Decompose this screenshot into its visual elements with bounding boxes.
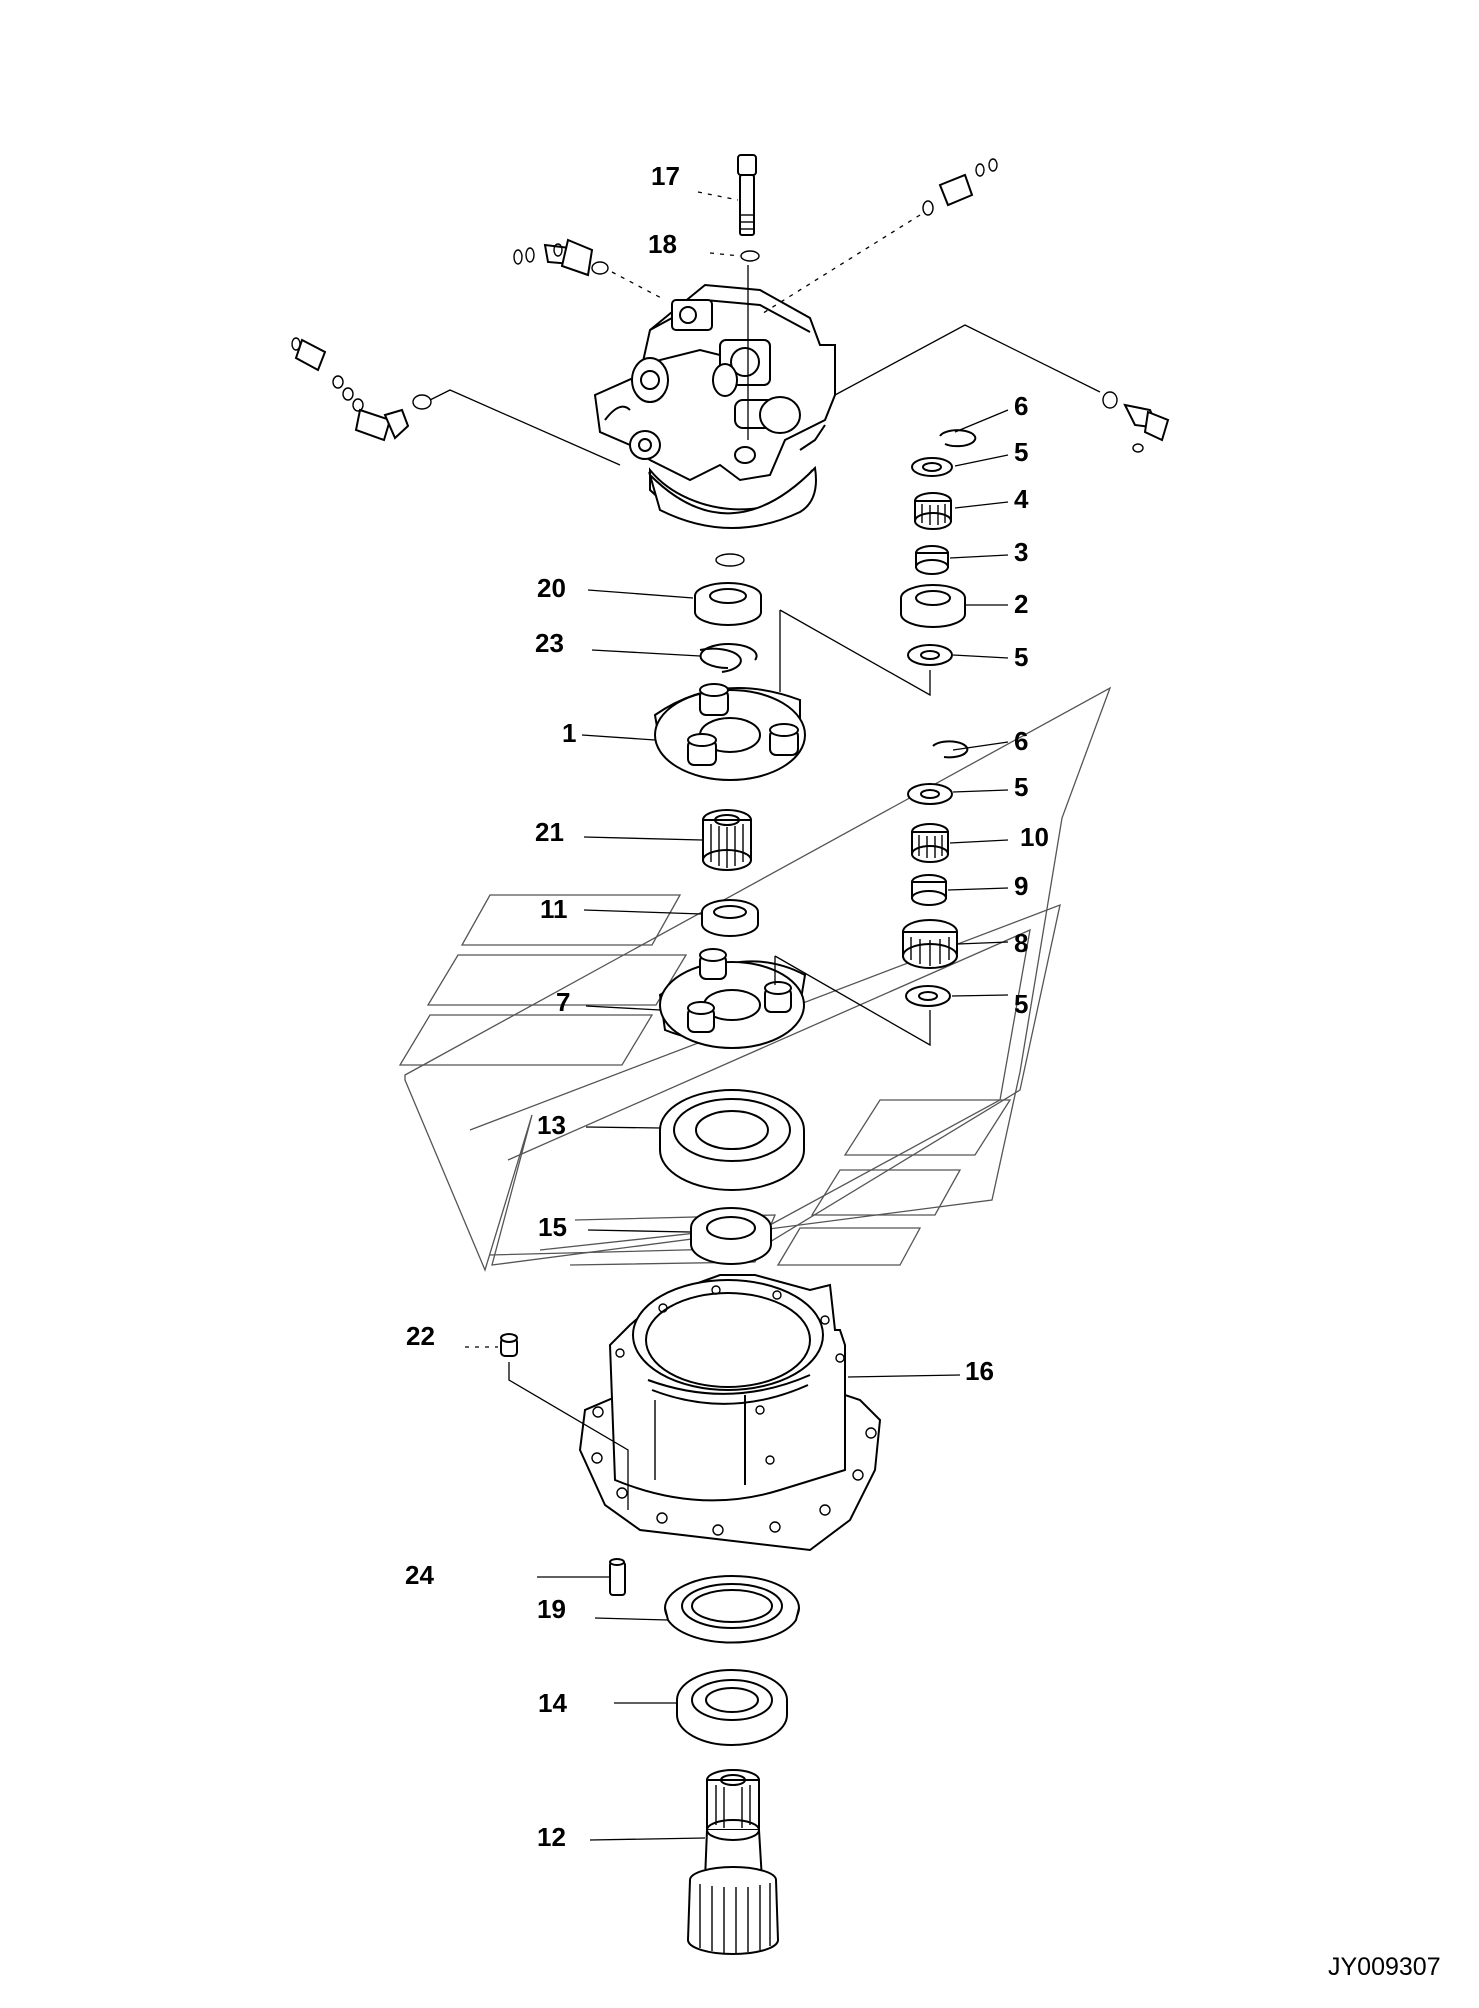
callout-23: 23	[535, 628, 564, 658]
washer-5-a	[911, 457, 953, 477]
needle-bearing-4	[914, 492, 952, 530]
drawing-code: JY009307	[1328, 1953, 1441, 1981]
callout-19: 19	[537, 1594, 566, 1624]
callout-13: 13	[537, 1110, 566, 1140]
callout-11: 11	[540, 894, 568, 924]
needle-bearing-10	[911, 823, 949, 863]
gear-8	[902, 919, 958, 969]
callout-18: 18	[648, 229, 677, 259]
callout-5-d: 5	[1014, 989, 1028, 1019]
fittings-right-lower	[834, 324, 1170, 453]
fittings-right-upper	[759, 158, 998, 316]
plug-22	[465, 1333, 629, 1510]
callout-9: 9	[1014, 871, 1028, 901]
callout-1: 1	[562, 718, 576, 748]
callout-10: 10	[1020, 822, 1049, 852]
fittings-left-upper	[513, 238, 666, 301]
washer-5-c	[907, 783, 953, 805]
pin-3	[915, 545, 949, 575]
callout-5-a: 5	[1014, 437, 1028, 467]
callout-labels: 17 18 20 23 1 21 11 7 13 15 22 16 24 19 …	[405, 161, 1049, 1852]
swing-motor	[593, 283, 836, 529]
callout-5-b: 5	[1014, 642, 1028, 672]
pin-9	[911, 874, 947, 906]
callout-22: 22	[406, 1321, 435, 1351]
bearing-14	[676, 1669, 788, 1746]
callout-7: 7	[556, 987, 570, 1017]
pin-24	[609, 1558, 626, 1596]
callout-6-mid: 6	[1014, 726, 1028, 756]
callout-17: 17	[651, 161, 680, 191]
gear-2	[900, 584, 966, 628]
ring-11	[701, 899, 759, 937]
callout-14: 14	[538, 1688, 567, 1718]
snap-ring-6-top	[939, 429, 977, 448]
snap-ring-6-mid	[932, 740, 969, 759]
carrier-7	[658, 948, 807, 1049]
callout-5-c: 5	[1014, 772, 1028, 802]
carrier-1	[653, 683, 806, 781]
callout-20: 20	[537, 573, 566, 603]
o-ring-small	[715, 553, 745, 567]
gear-21	[702, 809, 752, 871]
washer-18	[740, 250, 760, 262]
callout-3: 3	[1014, 537, 1028, 567]
bearing-20	[694, 582, 762, 626]
callout-4: 4	[1014, 484, 1029, 514]
snap-ring-23	[699, 643, 758, 673]
callout-12: 12	[537, 1822, 566, 1852]
seal-15	[690, 1207, 772, 1265]
callout-16: 16	[965, 1356, 994, 1386]
housing-16	[578, 1274, 882, 1552]
assembly-lines	[774, 609, 931, 1047]
callout-8: 8	[1014, 928, 1028, 958]
callout-6-top: 6	[1014, 391, 1028, 421]
callout-2: 2	[1014, 589, 1028, 619]
washer-5-d	[905, 985, 951, 1007]
callout-15: 15	[538, 1212, 567, 1242]
fittings-left-lower	[291, 337, 621, 466]
callout-21: 21	[535, 817, 564, 847]
seal-19	[664, 1575, 800, 1644]
leader-lines	[537, 191, 1009, 1841]
bolt-17	[737, 154, 757, 440]
shaft-12	[686, 1769, 780, 1955]
callout-24: 24	[405, 1560, 434, 1590]
washer-5-b	[907, 644, 953, 666]
bearing-13	[659, 1089, 805, 1191]
